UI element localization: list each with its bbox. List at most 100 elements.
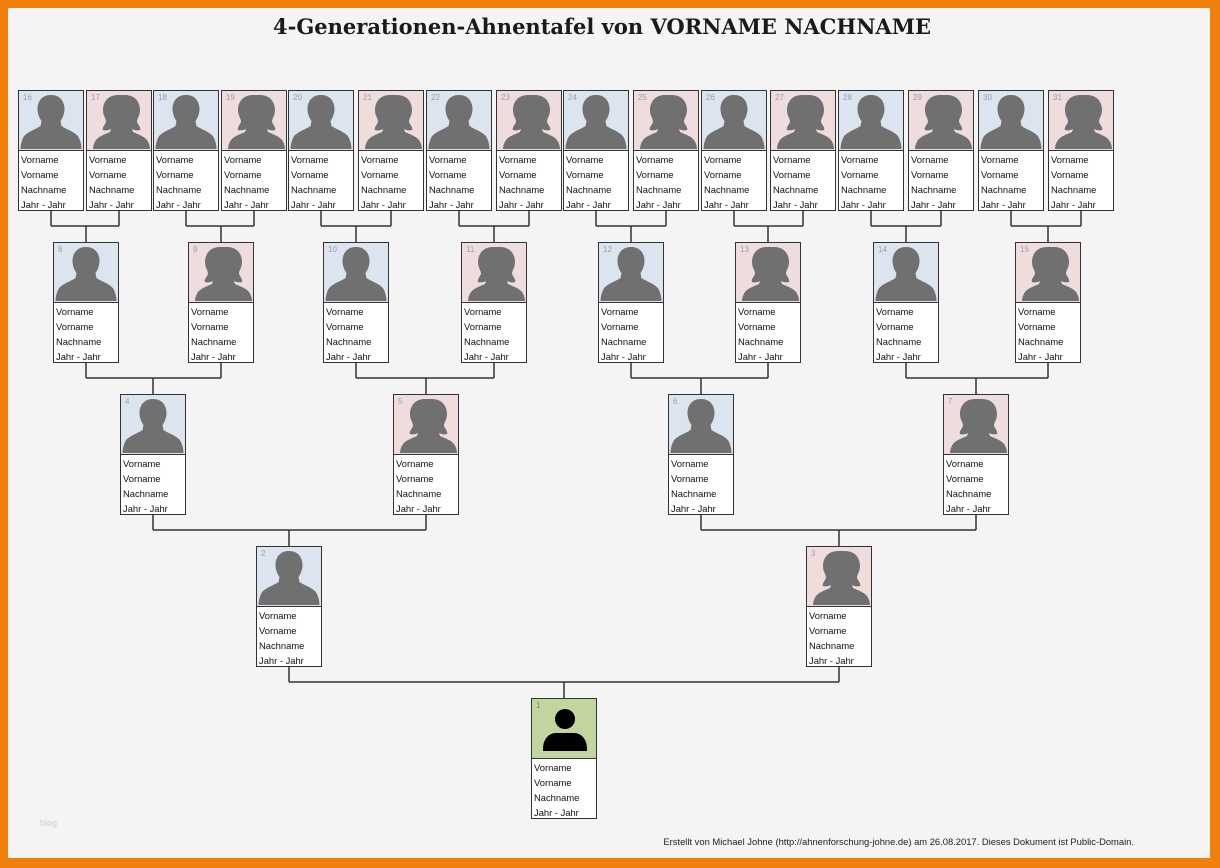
first-name-field: Vorname [361, 154, 399, 165]
life-years-field: Jahr - Jahr [773, 199, 818, 210]
female-silhouette-icon [640, 95, 697, 149]
last-name-field: Nachname [361, 184, 407, 195]
photo-placeholder: 30 [979, 91, 1043, 151]
male-silhouette-icon [258, 551, 320, 605]
ancestor-number: 10 [328, 245, 337, 254]
photo-placeholder: 13 [736, 243, 800, 303]
ancestor-number: 19 [226, 93, 235, 102]
photo-placeholder: 18 [154, 91, 218, 151]
last-name-field: Nachname [601, 336, 647, 347]
male-silhouette-icon [875, 247, 937, 301]
life-years-field: Jahr - Jahr [156, 199, 201, 210]
life-years-field: Jahr - Jahr [636, 199, 681, 210]
female-silhouette-icon [400, 399, 457, 453]
female-silhouette-icon [228, 95, 285, 149]
ancestor-number: 16 [23, 93, 32, 102]
last-name-field: Nachname [191, 336, 237, 347]
ancestor-number: 28 [843, 93, 852, 102]
photo-placeholder: 14 [874, 243, 938, 303]
first-name-field: Vorname [738, 306, 776, 317]
life-years-field: Jahr - Jahr [326, 351, 371, 362]
photo-placeholder: 3 [807, 547, 871, 607]
life-years-field: Jahr - Jahr [21, 199, 66, 210]
life-years-field: Jahr - Jahr [224, 199, 269, 210]
second-name-field: Vorname [704, 169, 742, 180]
ancestor-number: 9 [193, 245, 198, 254]
second-name-field: Vorname [156, 169, 194, 180]
photo-placeholder: 31 [1049, 91, 1113, 151]
life-years-field: Jahr - Jahr [191, 351, 236, 362]
photo-placeholder: 2 [257, 547, 321, 607]
male-silhouette-icon [325, 247, 387, 301]
male-silhouette-icon [428, 95, 490, 149]
second-name-field: Vorname [191, 321, 229, 332]
ancestor-number: 21 [363, 93, 372, 102]
ancestor-number: 7 [948, 397, 953, 406]
ancestor-number: 12 [603, 245, 612, 254]
second-name-field: Vorname [429, 169, 467, 180]
first-name-field: Vorname [123, 458, 161, 469]
last-name-field: Nachname [89, 184, 135, 195]
ancestor-number: 8 [58, 245, 63, 254]
female-silhouette-icon [195, 247, 252, 301]
photo-placeholder: 9 [189, 243, 253, 303]
last-name-field: Nachname [224, 184, 270, 195]
first-name-field: Vorname [841, 154, 879, 165]
male-silhouette-icon [703, 95, 765, 149]
photo-placeholder: 5 [394, 395, 458, 455]
second-name-field: Vorname [396, 473, 434, 484]
first-name-field: Vorname [946, 458, 984, 469]
female-silhouette-icon [813, 551, 870, 605]
first-name-field: Vorname [464, 306, 502, 317]
first-name-field: Vorname [981, 154, 1019, 165]
second-name-field: Vorname [21, 169, 59, 180]
female-silhouette-icon [503, 95, 560, 149]
photo-placeholder: 7 [944, 395, 1008, 455]
male-silhouette-icon [600, 247, 662, 301]
male-silhouette-icon [290, 95, 352, 149]
life-years-field: Jahr - Jahr [601, 351, 646, 362]
photo-placeholder: 10 [324, 243, 388, 303]
first-name-field: Vorname [21, 154, 59, 165]
last-name-field: Nachname [326, 336, 372, 347]
second-name-field: Vorname [981, 169, 1019, 180]
life-years-field: Jahr - Jahr [738, 351, 783, 362]
second-name-field: Vorname [809, 625, 847, 636]
second-name-field: Vorname [326, 321, 364, 332]
last-name-field: Nachname [671, 488, 717, 499]
first-name-field: Vorname [601, 306, 639, 317]
second-name-field: Vorname [123, 473, 161, 484]
life-years-field: Jahr - Jahr [291, 199, 336, 210]
photo-placeholder: 8 [54, 243, 118, 303]
second-name-field: Vorname [259, 625, 297, 636]
last-name-field: Nachname [156, 184, 202, 195]
male-silhouette-icon [980, 95, 1042, 149]
life-years-field: Jahr - Jahr [89, 199, 134, 210]
last-name-field: Nachname [21, 184, 67, 195]
male-silhouette-icon [670, 399, 732, 453]
life-years-field: Jahr - Jahr [876, 351, 921, 362]
ancestor-number: 23 [501, 93, 510, 102]
second-name-field: Vorname [876, 321, 914, 332]
male-silhouette-icon [840, 95, 902, 149]
first-name-field: Vorname [224, 154, 262, 165]
life-years-field: Jahr - Jahr [361, 199, 406, 210]
photo-placeholder: 16 [19, 91, 83, 151]
ancestor-number: 2 [261, 549, 266, 558]
watermark: blog [40, 818, 58, 828]
